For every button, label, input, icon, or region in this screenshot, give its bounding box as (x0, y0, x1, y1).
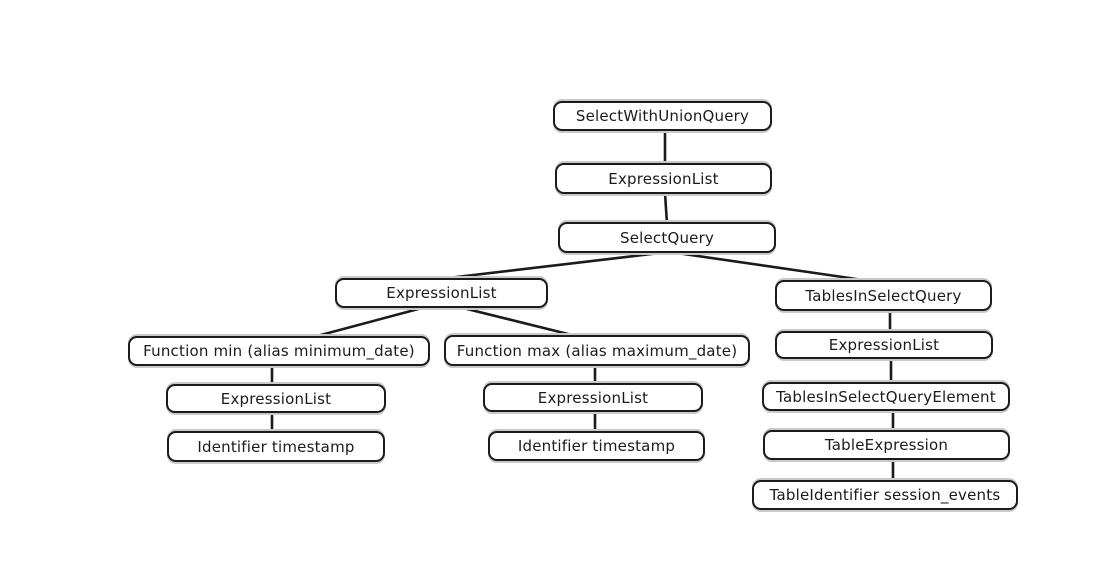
node-label: TablesInSelectQuery (805, 286, 962, 305)
node-label: ExpressionList (386, 284, 497, 302)
node-label: TablesInSelectQueryElement (776, 387, 996, 406)
edge-expression-list-to-select-query (663, 191, 669, 226)
node-expression-list-top: ExpressionList (555, 163, 772, 194)
node-label: Function min (alias minimum_date) (143, 342, 415, 360)
node-label: Identifier timestamp (197, 437, 355, 456)
edge-select-query-to-tables-in-select-query (668, 250, 872, 283)
node-function-min: Function min (alias minimum_date) (128, 336, 430, 366)
node-select-with-union-query: SelectWithUnionQuery (553, 101, 772, 131)
node-select-query: SelectQuery (558, 222, 776, 253)
edge-select-query-to-expression-list-left (446, 250, 670, 280)
node-identifier-timestamp-left: Identifier timestamp (167, 431, 385, 462)
node-identifier-timestamp-mid: Identifier timestamp (488, 431, 705, 461)
node-table-identifier-session-events: TableIdentifier session_events (752, 480, 1018, 510)
node-label: ExpressionList (537, 388, 649, 407)
node-label: Identifier timestamp (517, 437, 676, 455)
node-label: ExpressionList (608, 169, 719, 188)
node-label: SelectWithUnionQuery (575, 107, 750, 125)
node-label: TableIdentifier session_events (769, 486, 1001, 504)
node-function-max: Function max (alias maximum_date) (444, 335, 750, 366)
node-expression-list-under-min: ExpressionList (166, 384, 386, 413)
node-expression-list-under-max: ExpressionList (483, 383, 703, 412)
node-expression-list-right: ExpressionList (775, 331, 993, 359)
node-table-expression: TableExpression (763, 430, 1010, 460)
node-label: SelectQuery (619, 228, 715, 247)
node-label: ExpressionList (828, 336, 940, 354)
node-expression-list-left: ExpressionList (335, 278, 548, 308)
node-label: TableExpression (824, 436, 949, 454)
node-label: Function max (alias maximum_date) (456, 341, 738, 360)
node-tables-in-select-query: TablesInSelectQuery (775, 280, 992, 311)
edge-expression-list-left-to-function-max (461, 306, 578, 338)
node-tables-in-select-query-element: TablesInSelectQueryElement (762, 382, 1010, 411)
node-label: ExpressionList (220, 389, 332, 408)
edge-expression-list-left-to-function-min (315, 306, 424, 338)
